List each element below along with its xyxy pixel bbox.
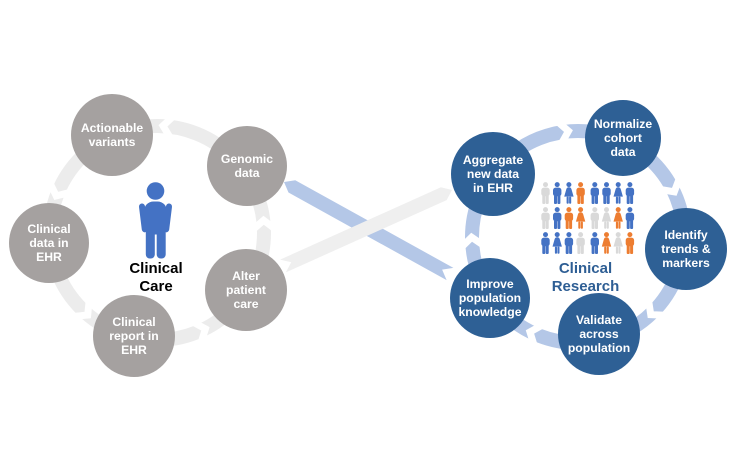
node-actionable-variants: Actionable variants xyxy=(71,94,153,176)
crowd-person-icon xyxy=(575,207,586,229)
crowd-person-icon xyxy=(541,182,550,204)
crowd-person-icon xyxy=(625,207,635,229)
crowd-person-icon xyxy=(590,207,599,229)
node-label: Improve population knowledge xyxy=(458,276,522,320)
crowd-person-icon xyxy=(576,182,585,204)
node-normalize-cohort-data: Normalize cohort data xyxy=(585,100,661,176)
ring-chevron-gap xyxy=(46,181,71,201)
node-identify-trends-markers: Identify trends & markers xyxy=(645,208,727,290)
node-alter-patient-care: Alter patient care xyxy=(205,249,287,331)
crowd-person-icon xyxy=(602,182,611,204)
crowd-person-icon xyxy=(576,232,585,254)
ring-chevron-gap xyxy=(555,119,573,146)
ring-chevron-gap xyxy=(659,177,683,196)
crowd-person-icon xyxy=(541,232,550,254)
person-icon xyxy=(138,182,173,259)
ring-chevron-gap xyxy=(73,300,93,320)
crowd-person-icon xyxy=(590,182,599,204)
ring-chevron-gap xyxy=(158,113,176,140)
node-label: Clinical data in EHR xyxy=(27,221,71,265)
crowd-person-icon xyxy=(601,207,612,229)
crowd-person-icon xyxy=(564,182,574,204)
node-label: Genomic data xyxy=(220,151,274,180)
crowd-person-icon xyxy=(541,207,550,229)
crowd-person-icon xyxy=(553,207,562,229)
ring-chevron-gap xyxy=(459,232,486,250)
node-label: Validate across population xyxy=(567,312,631,356)
crowd-person-icon xyxy=(613,232,623,254)
crowd-icon xyxy=(541,182,635,254)
node-label: Normalize cohort data xyxy=(593,116,653,160)
crowd-person-icon xyxy=(553,182,562,204)
crowd-person-icon xyxy=(625,182,635,204)
node-improve-population-knowledge: Improve population knowledge xyxy=(450,258,530,338)
crowd-person-icon xyxy=(613,207,623,229)
node-label: Actionable variants xyxy=(80,120,144,149)
ring-chevron-gap xyxy=(645,300,666,319)
ring-chevron-gap xyxy=(250,215,278,233)
crowd-person-icon xyxy=(564,207,574,229)
node-label: Alter patient care xyxy=(226,268,266,312)
crowd-person-icon xyxy=(590,232,599,254)
node-label: Identify trends & markers xyxy=(661,227,711,271)
clinical-care-label: Clinical Care xyxy=(129,260,183,295)
node-clinical-report-in-ehr: Clinical report in EHR xyxy=(93,295,175,377)
crowd-person-icon xyxy=(552,232,562,254)
ring-chevron-gap xyxy=(191,318,210,344)
node-label: Aggregate new data in EHR xyxy=(462,152,524,196)
crowd-person-icon xyxy=(564,232,574,254)
crowd-person-icon xyxy=(601,232,612,254)
ring-chevron-gap xyxy=(525,322,545,347)
band-care-to-research xyxy=(280,187,452,273)
node-validate-across-population: Validate across population xyxy=(558,293,640,375)
crowd-person-icon xyxy=(625,232,635,254)
node-aggregate-new-data-in-ehr: Aggregate new data in EHR xyxy=(451,132,535,216)
node-genomic-data: Genomic data xyxy=(207,126,287,206)
crowd-person-icon xyxy=(613,182,623,204)
clinical-research-label: Clinical Research xyxy=(551,260,620,295)
node-clinical-data-in-ehr: Clinical data in EHR xyxy=(9,203,89,283)
node-label: Clinical report in EHR xyxy=(109,314,159,358)
